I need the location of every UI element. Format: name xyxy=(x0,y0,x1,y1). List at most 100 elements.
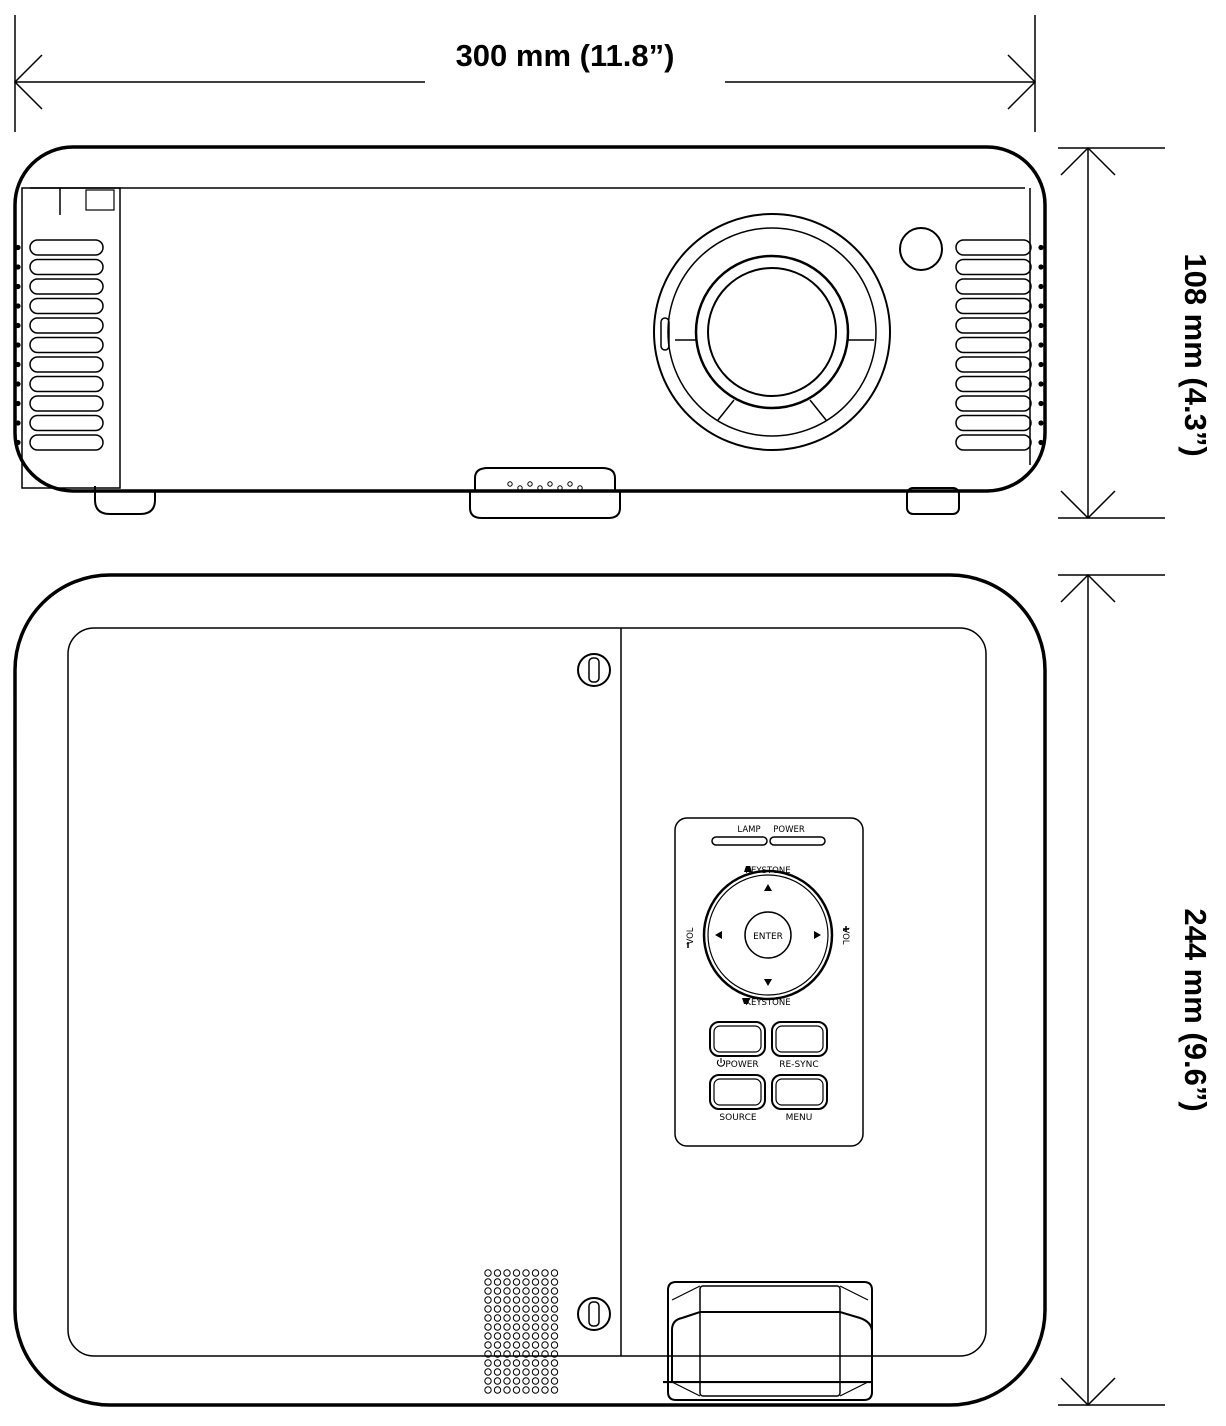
right-vent-slot xyxy=(955,356,1032,373)
speaker-hole xyxy=(503,1314,511,1322)
vol-minus-label: VOL xyxy=(686,927,696,944)
left-vent-slot xyxy=(29,356,104,373)
arrow-up-icon[interactable] xyxy=(764,884,772,891)
resync-button[interactable] xyxy=(771,1021,828,1057)
left-vent-tab xyxy=(15,244,21,251)
lamp-indicator xyxy=(711,836,768,846)
left-vent-tab xyxy=(15,264,21,270)
left-vent-slot xyxy=(29,258,104,276)
speaker-hole xyxy=(484,1323,492,1331)
speaker-hole xyxy=(493,1305,502,1313)
height-label: 108 mm (4.3”) xyxy=(1178,253,1213,456)
right-vent-slot xyxy=(955,297,1032,315)
speaker-hole xyxy=(512,1305,521,1313)
speaker-hole xyxy=(531,1350,540,1358)
speaker-hole xyxy=(512,1332,521,1340)
width-arrow-left-icon xyxy=(13,54,43,110)
speaker-hole xyxy=(531,1386,540,1394)
depth-arrow-down-icon xyxy=(1060,1377,1116,1407)
right-vent-slot xyxy=(955,434,1032,451)
right-vent-slot xyxy=(955,414,1032,432)
left-vent-tab xyxy=(15,361,21,368)
left-vent-tab xyxy=(15,342,21,348)
arrow-right-icon[interactable] xyxy=(814,931,821,939)
speaker-hole xyxy=(484,1296,492,1304)
right-vent-tab xyxy=(1038,439,1044,446)
speaker-hole xyxy=(531,1341,540,1349)
speaker-hole xyxy=(550,1332,559,1340)
lens-ring-notch-2 xyxy=(809,399,827,421)
speaker-hole xyxy=(531,1332,540,1340)
right-vent-tab xyxy=(1038,322,1044,329)
lamp-indicator-label: LAMP xyxy=(737,825,760,835)
speaker-hole xyxy=(484,1377,492,1385)
left-vent-tab xyxy=(15,439,21,446)
navigation-ring[interactable] xyxy=(702,869,834,1001)
left-vent-slot xyxy=(29,336,104,354)
speaker-hole xyxy=(550,1350,559,1358)
right-vent-slot xyxy=(955,336,1032,354)
power-icon xyxy=(716,1058,726,1067)
left-vent-slot xyxy=(29,375,104,393)
speaker-hole xyxy=(512,1314,521,1322)
speaker-hole xyxy=(493,1332,502,1340)
enter-button[interactable] xyxy=(744,911,792,959)
speaker-grille xyxy=(484,1269,559,1394)
elevator-foot-bottom xyxy=(469,492,621,519)
speaker-hole xyxy=(522,1332,530,1340)
speaker-hole xyxy=(522,1314,530,1322)
speaker-hole xyxy=(541,1323,549,1331)
speaker-hole xyxy=(541,1287,549,1295)
power-button[interactable] xyxy=(709,1021,766,1057)
front-view xyxy=(13,145,1047,519)
front-right-foot xyxy=(906,487,960,515)
speaker-hole xyxy=(484,1341,492,1349)
lens-zoom-ring xyxy=(667,227,877,437)
speaker-hole xyxy=(550,1323,559,1331)
arrow-down-icon[interactable] xyxy=(764,979,772,986)
speaker-hole xyxy=(550,1269,559,1277)
elevator-foot-grip xyxy=(507,481,583,491)
width-dimension: 300 mm (11.8”) xyxy=(13,15,1037,132)
vol-plus-label: VOL xyxy=(840,927,850,944)
speaker-hole xyxy=(531,1305,540,1313)
menu-button[interactable] xyxy=(771,1074,828,1110)
lens-outer-ring xyxy=(653,213,891,451)
right-vent-tab xyxy=(1038,361,1044,368)
left-vent-slot xyxy=(29,395,104,412)
right-vent-tab xyxy=(1038,400,1044,407)
top-body-outline xyxy=(13,573,1047,1407)
speaker-hole xyxy=(522,1368,530,1376)
left-vent-tab xyxy=(15,283,21,290)
arrow-left-icon[interactable] xyxy=(715,931,722,939)
speaker-hole xyxy=(503,1359,511,1367)
source-button[interactable] xyxy=(709,1074,766,1110)
speaker-hole xyxy=(522,1377,530,1385)
left-vent-tab xyxy=(15,303,21,309)
speaker-hole xyxy=(522,1323,530,1331)
speaker-hole xyxy=(493,1386,502,1394)
left-latch xyxy=(85,189,115,211)
speaker-hole xyxy=(522,1305,530,1313)
top-screw-upper xyxy=(577,653,611,687)
height-arrow-up-icon xyxy=(1060,146,1116,176)
speaker-hole xyxy=(512,1377,521,1385)
left-vent-tab xyxy=(15,420,21,426)
elevator-foot-top xyxy=(474,467,616,492)
speaker-hole xyxy=(541,1368,549,1376)
speaker-hole xyxy=(550,1296,559,1304)
right-vent-tab xyxy=(1038,303,1044,309)
speaker-hole xyxy=(512,1386,521,1394)
right-vent-tab xyxy=(1038,244,1044,251)
speaker-hole xyxy=(541,1341,549,1349)
speaker-hole xyxy=(493,1269,502,1277)
elevator-grip-dot xyxy=(577,485,583,491)
right-vent-slot xyxy=(955,375,1032,393)
speaker-hole xyxy=(522,1350,530,1358)
speaker-hole xyxy=(503,1296,511,1304)
speaker-hole xyxy=(541,1296,549,1304)
speaker-hole xyxy=(493,1323,502,1331)
speaker-hole xyxy=(531,1359,540,1367)
speaker-hole xyxy=(503,1386,511,1394)
elevator-grip-dot xyxy=(527,481,533,487)
